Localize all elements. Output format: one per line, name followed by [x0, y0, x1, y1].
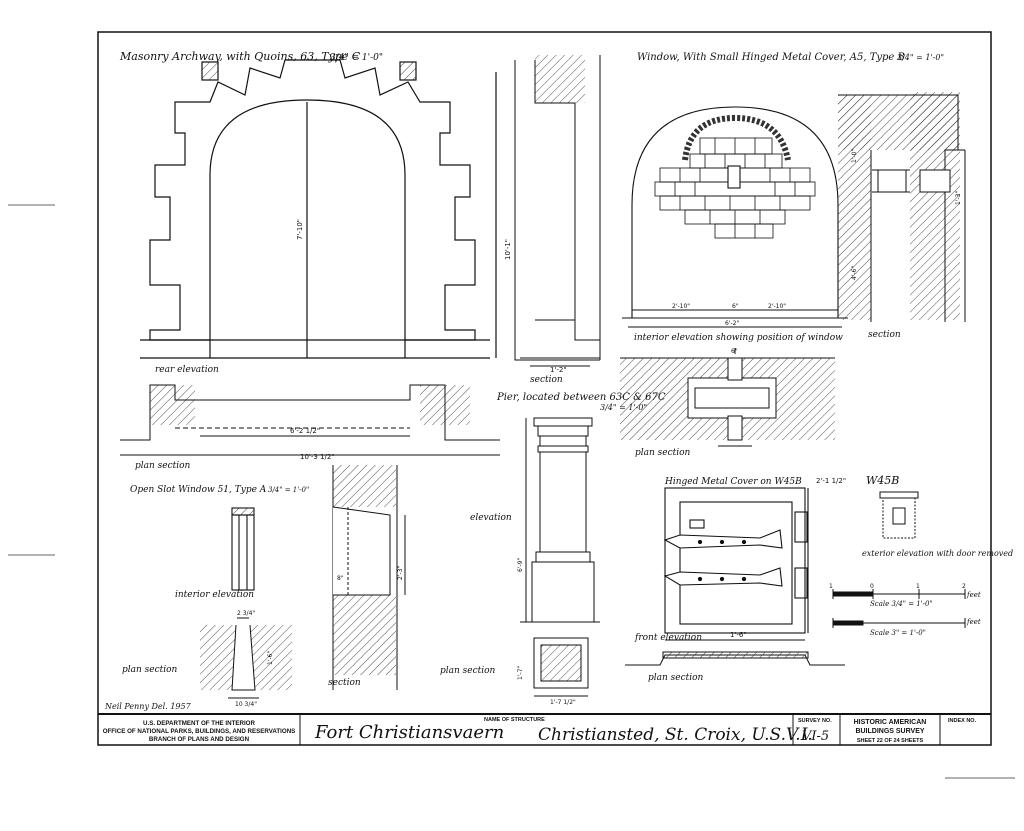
pier-elevation-label: elevation	[470, 513, 512, 523]
window-h1: 1'-0"	[851, 149, 858, 163]
pier-elevation	[520, 417, 600, 697]
sheet-border	[97, 31, 992, 746]
archway-outer-width: 10'-3 1/2"	[300, 453, 335, 461]
titleblock-dept-3: BRANCH OF PLANS AND DESIGN	[149, 736, 250, 743]
pier-scale: 3/4" = 1'-0"	[600, 403, 647, 412]
interior-elevation-note: interior elevation showing position of w…	[634, 333, 843, 343]
slot-plan-section-label: plan section	[122, 665, 178, 675]
slot-window-scale: 3/4" = 1'-0"	[268, 486, 309, 494]
slot-section-label: section	[328, 678, 361, 688]
window-dim-mid: 6"	[732, 303, 739, 310]
slot-window-elevation	[231, 507, 255, 591]
w45b-label: W45B	[866, 474, 899, 487]
titleblock-dept-1: U.S. DEPARTMENT OF THE INTERIOR	[143, 720, 255, 727]
scale1-tick-1: 1	[829, 583, 833, 590]
w45b-elevation	[879, 491, 919, 539]
scale1-tick-4: 2	[962, 583, 966, 590]
graphic-scale-1	[832, 589, 966, 599]
archway-title: Masonry Archway, with Quoins, 63, Type C	[119, 50, 361, 63]
margin-marks	[8, 204, 1015, 779]
habs-line-2: BUILDINGS SURVEY	[855, 728, 924, 735]
window-section-label: section	[868, 330, 901, 340]
scale2-label: Scale 3" = 1'-0"	[870, 629, 926, 637]
structure-name: Fort Christiansvaern	[314, 722, 504, 743]
hinged-width-dim: 1'-6"	[730, 631, 747, 639]
pier-width-dim: 1'-7 1/2"	[550, 699, 576, 706]
archway-plan-section	[120, 384, 500, 456]
slot-dim-bottom: 10 3/4"	[235, 701, 257, 708]
sheet-count: SHEET 22 OF 24 SHEETS	[857, 738, 924, 744]
slot-interior-elevation-label: interior elevation	[175, 590, 254, 600]
scale1-tick-3: 1	[916, 583, 920, 590]
slot-section-dim: 2'-3"	[397, 566, 404, 580]
hinged-height-dim: 2'-1 1/2"	[816, 477, 846, 485]
scale1-label: Scale 3/4" = 1'-0"	[870, 600, 933, 608]
hinged-cover-elevation	[663, 487, 809, 641]
window-h2: 1'-3"	[955, 191, 962, 205]
plan-section-label-2: plan section	[635, 448, 691, 458]
delineator-signature: Neil Penny Del. 1957	[104, 702, 192, 711]
pier-height-dim: 6'-9"	[517, 558, 524, 572]
w45b-note: exterior elevation with door removed	[862, 549, 1013, 558]
archway-inner-width: 6'-2 1/2"	[290, 427, 320, 435]
window-h3: 4'-6"	[851, 266, 858, 280]
scale2-unit: feet	[966, 618, 981, 626]
index-no-label: INDEX NO.	[948, 718, 977, 724]
slot-window-plan-section	[200, 617, 292, 699]
survey-no-label: SURVEY NO.	[798, 718, 832, 724]
front-elevation-label: front elevation	[634, 633, 702, 643]
slot-window-title: Open Slot Window 51, Type A	[130, 485, 267, 495]
window-dim-left: 2'-10"	[672, 303, 690, 310]
slot-section-dim2: 8"	[337, 575, 344, 582]
wall-section-height: 10'-1"	[504, 239, 512, 260]
hinged-plan-section-label: plan section	[648, 673, 704, 683]
title-block	[98, 713, 991, 745]
window-scale: 3/4" = 1'-0"	[897, 53, 944, 62]
titleblock-dept-2: OFFICE OF NATIONAL PARKS, BUILDINGS, AND…	[103, 728, 296, 735]
structure-location: Christiansted, St. Croix, U.S.V.I.	[538, 725, 813, 745]
habs-line-1: HISTORIC AMERICAN	[854, 719, 927, 726]
pier-plan-section-label: plan section	[440, 666, 496, 676]
archway-scale: 3/4" = 1'-0"	[330, 53, 383, 63]
rear-elevation-label: rear elevation	[155, 365, 219, 375]
scale1-unit: feet	[966, 591, 981, 599]
window-interior-elevation	[622, 106, 848, 328]
window-plan-dim: 6"	[731, 348, 738, 355]
hinged-cover-plan-section	[625, 651, 845, 666]
window-wall-section	[838, 92, 966, 322]
slot-dim-top: 2 3/4"	[237, 610, 255, 617]
window-total-dim: 6'-2"	[725, 320, 739, 327]
window-title: Window, With Small Hinged Metal Cover, A…	[637, 52, 905, 63]
name-of-structure-label: NAME OF STRUCTURE	[484, 717, 545, 723]
wall-section-middle	[514, 55, 601, 367]
pier-title: Pier, located between 63C & 67C	[496, 392, 666, 403]
archway-elevation	[140, 59, 497, 359]
scale1-tick-2: 0	[870, 583, 874, 590]
window-dim-right: 2'-10"	[768, 303, 786, 310]
archway-height-dim: 7'-10"	[296, 219, 304, 240]
graphic-scale-2	[832, 618, 966, 628]
hinged-cover-title: Hinged Metal Cover on W45B	[664, 477, 802, 487]
wall-section-width: 1'-2"	[550, 366, 567, 374]
slot-dim-side: 1'-6"	[267, 651, 274, 665]
survey-number: VI-5	[802, 729, 829, 744]
mid-section-label: section	[530, 375, 563, 385]
window-plan-section	[620, 348, 835, 447]
pier-plan-dim: 1'-7"	[517, 666, 524, 680]
plan-section-label-1: plan section	[135, 461, 191, 471]
slot-window-section	[332, 465, 406, 690]
